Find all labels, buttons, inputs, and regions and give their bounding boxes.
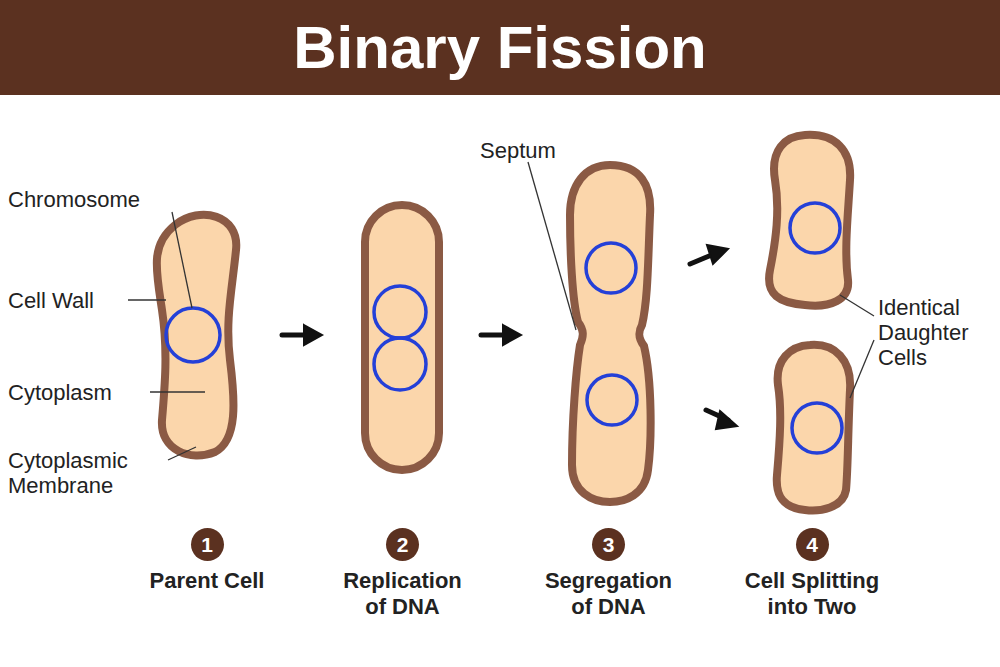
part-label: Cytoplasmic Membrane xyxy=(8,448,178,498)
part-label: Identical Daughter Cells xyxy=(878,295,994,370)
step-number: 4 xyxy=(796,528,829,561)
stage-step: 4Cell Splitting into Two xyxy=(726,528,898,620)
part-label: Cytoplasm xyxy=(8,380,158,405)
stage-step: 1Parent Cell xyxy=(107,528,307,594)
part-label: Cell Wall xyxy=(8,288,148,313)
stage-step: 3Segregation of DNA xyxy=(536,528,681,620)
step-caption: Cell Splitting into Two xyxy=(726,568,898,620)
step-number: 2 xyxy=(386,528,419,561)
step-number: 1 xyxy=(191,528,224,561)
stage-step: 2Replication of DNA xyxy=(330,528,475,620)
step-caption: Replication of DNA xyxy=(330,568,475,620)
part-label: Chromosome xyxy=(8,187,208,212)
step-caption: Parent Cell xyxy=(107,568,307,594)
part-label: Septum xyxy=(480,138,600,163)
step-number: 3 xyxy=(592,528,625,561)
step-caption: Segregation of DNA xyxy=(536,568,681,620)
diagram-title: Binary Fission xyxy=(0,0,1000,95)
